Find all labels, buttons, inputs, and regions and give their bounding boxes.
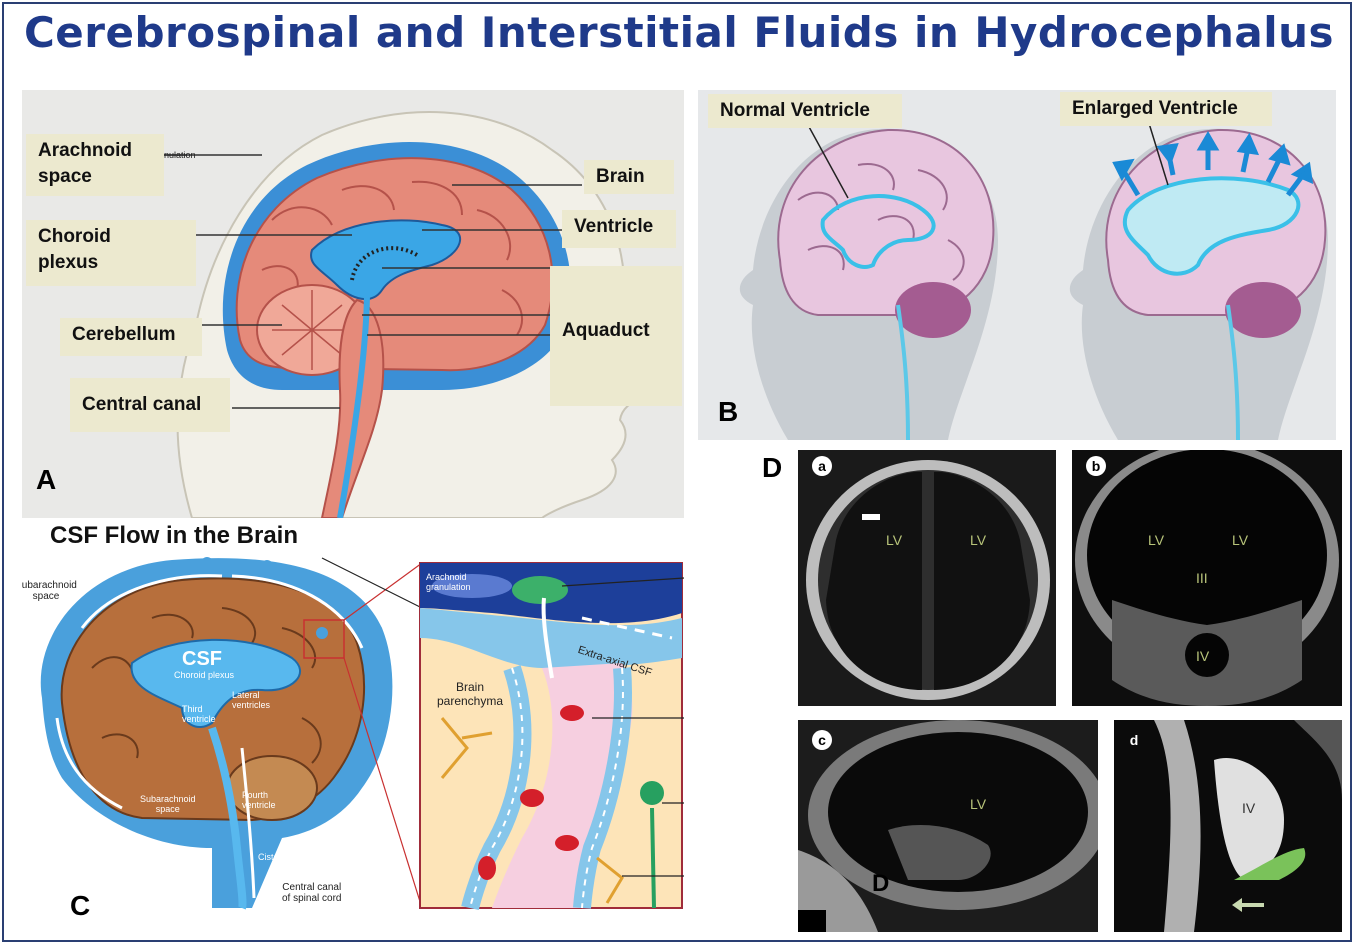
panel-c-letter: C xyxy=(70,890,91,921)
panel-c-illustration xyxy=(40,557,684,911)
mri-a-label: a xyxy=(812,456,832,476)
label-lateral-ventricles: Lateral ventricles xyxy=(232,690,271,710)
label-ventricle: Ventricle xyxy=(562,210,676,248)
label-cerebellum: Cerebellum xyxy=(60,318,202,356)
label-central-canal: Central canal xyxy=(70,378,230,432)
mri-a-lv-left: LV xyxy=(886,532,903,548)
mri-c-letter: D xyxy=(872,870,890,897)
label-granulation: nulation xyxy=(164,150,196,160)
label-cistern: Cistern xyxy=(258,852,287,862)
mri-d: d IV xyxy=(1114,720,1342,932)
mri-b-third-ventricle: III xyxy=(1196,570,1208,586)
label-central-canal-spinal: Central canal of spinal cord xyxy=(282,882,342,904)
panel-b-letter: B xyxy=(718,396,739,427)
mri-b: b LV LV III IV xyxy=(1072,450,1342,706)
figure-title: Cerebrospinal and Interstitial Fluids in… xyxy=(23,8,1335,57)
panel-a-letter: A xyxy=(36,464,57,495)
label-enlarged-ventricle: Enlarged Ventricle xyxy=(1060,92,1272,126)
mri-c-lv: LV xyxy=(970,796,987,812)
mri-b-label: b xyxy=(1086,456,1106,476)
mri-b-lv-right: LV xyxy=(1232,532,1249,548)
label-arachnoid-granulation: Arachnoid granulation xyxy=(426,572,471,592)
panel-a: Arachnoid space nulation Choroid plexus … xyxy=(22,90,684,518)
label-third-ventricle: Third ventricle xyxy=(182,704,216,724)
panel-b: Normal Ventricle Enlarged Ventricle B xyxy=(698,90,1336,440)
mri-b-fourth-ventricle: IV xyxy=(1196,648,1210,664)
mri-a: a LV LV xyxy=(798,450,1056,706)
mri-c: c LV D xyxy=(798,720,1098,932)
panel-c-heading: CSF Flow in the Brain xyxy=(50,522,299,549)
mri-a-lv-right: LV xyxy=(970,532,987,548)
label-brain: Brain xyxy=(584,160,674,194)
mri-d-fourth-ventricle: IV xyxy=(1242,800,1256,816)
label-subarachnoid-space-bottom: Subarachnoid space xyxy=(140,794,196,814)
label-arachnoid-space: Arachnoid space xyxy=(26,134,164,196)
label-choroid-plexus-c: Choroid plexus xyxy=(174,670,235,680)
label-fourth-ventricle: Fourth ventricle xyxy=(242,790,276,810)
label-brain-parenchyma: Brain parenchyma xyxy=(436,680,504,708)
mri-b-lv-left: LV xyxy=(1148,532,1165,548)
mri-c-label: c xyxy=(812,730,832,750)
label-csf: CSF xyxy=(182,648,222,670)
panel-a-illustration xyxy=(162,111,656,518)
mri-d-label: d xyxy=(1129,732,1139,748)
label-choroid-plexus: Choroid plexus xyxy=(26,220,196,286)
panel-c: CSF Flow in the Brain xyxy=(22,518,684,928)
label-normal-ventricle: Normal Ventricle xyxy=(708,94,902,128)
panel-b-illustration xyxy=(739,119,1328,440)
label-subarachnoid-space-top: Subarachnoid space xyxy=(22,580,77,602)
panel-d-letter: D xyxy=(762,452,783,483)
label-aquaduct: Aquaduct xyxy=(550,266,682,406)
